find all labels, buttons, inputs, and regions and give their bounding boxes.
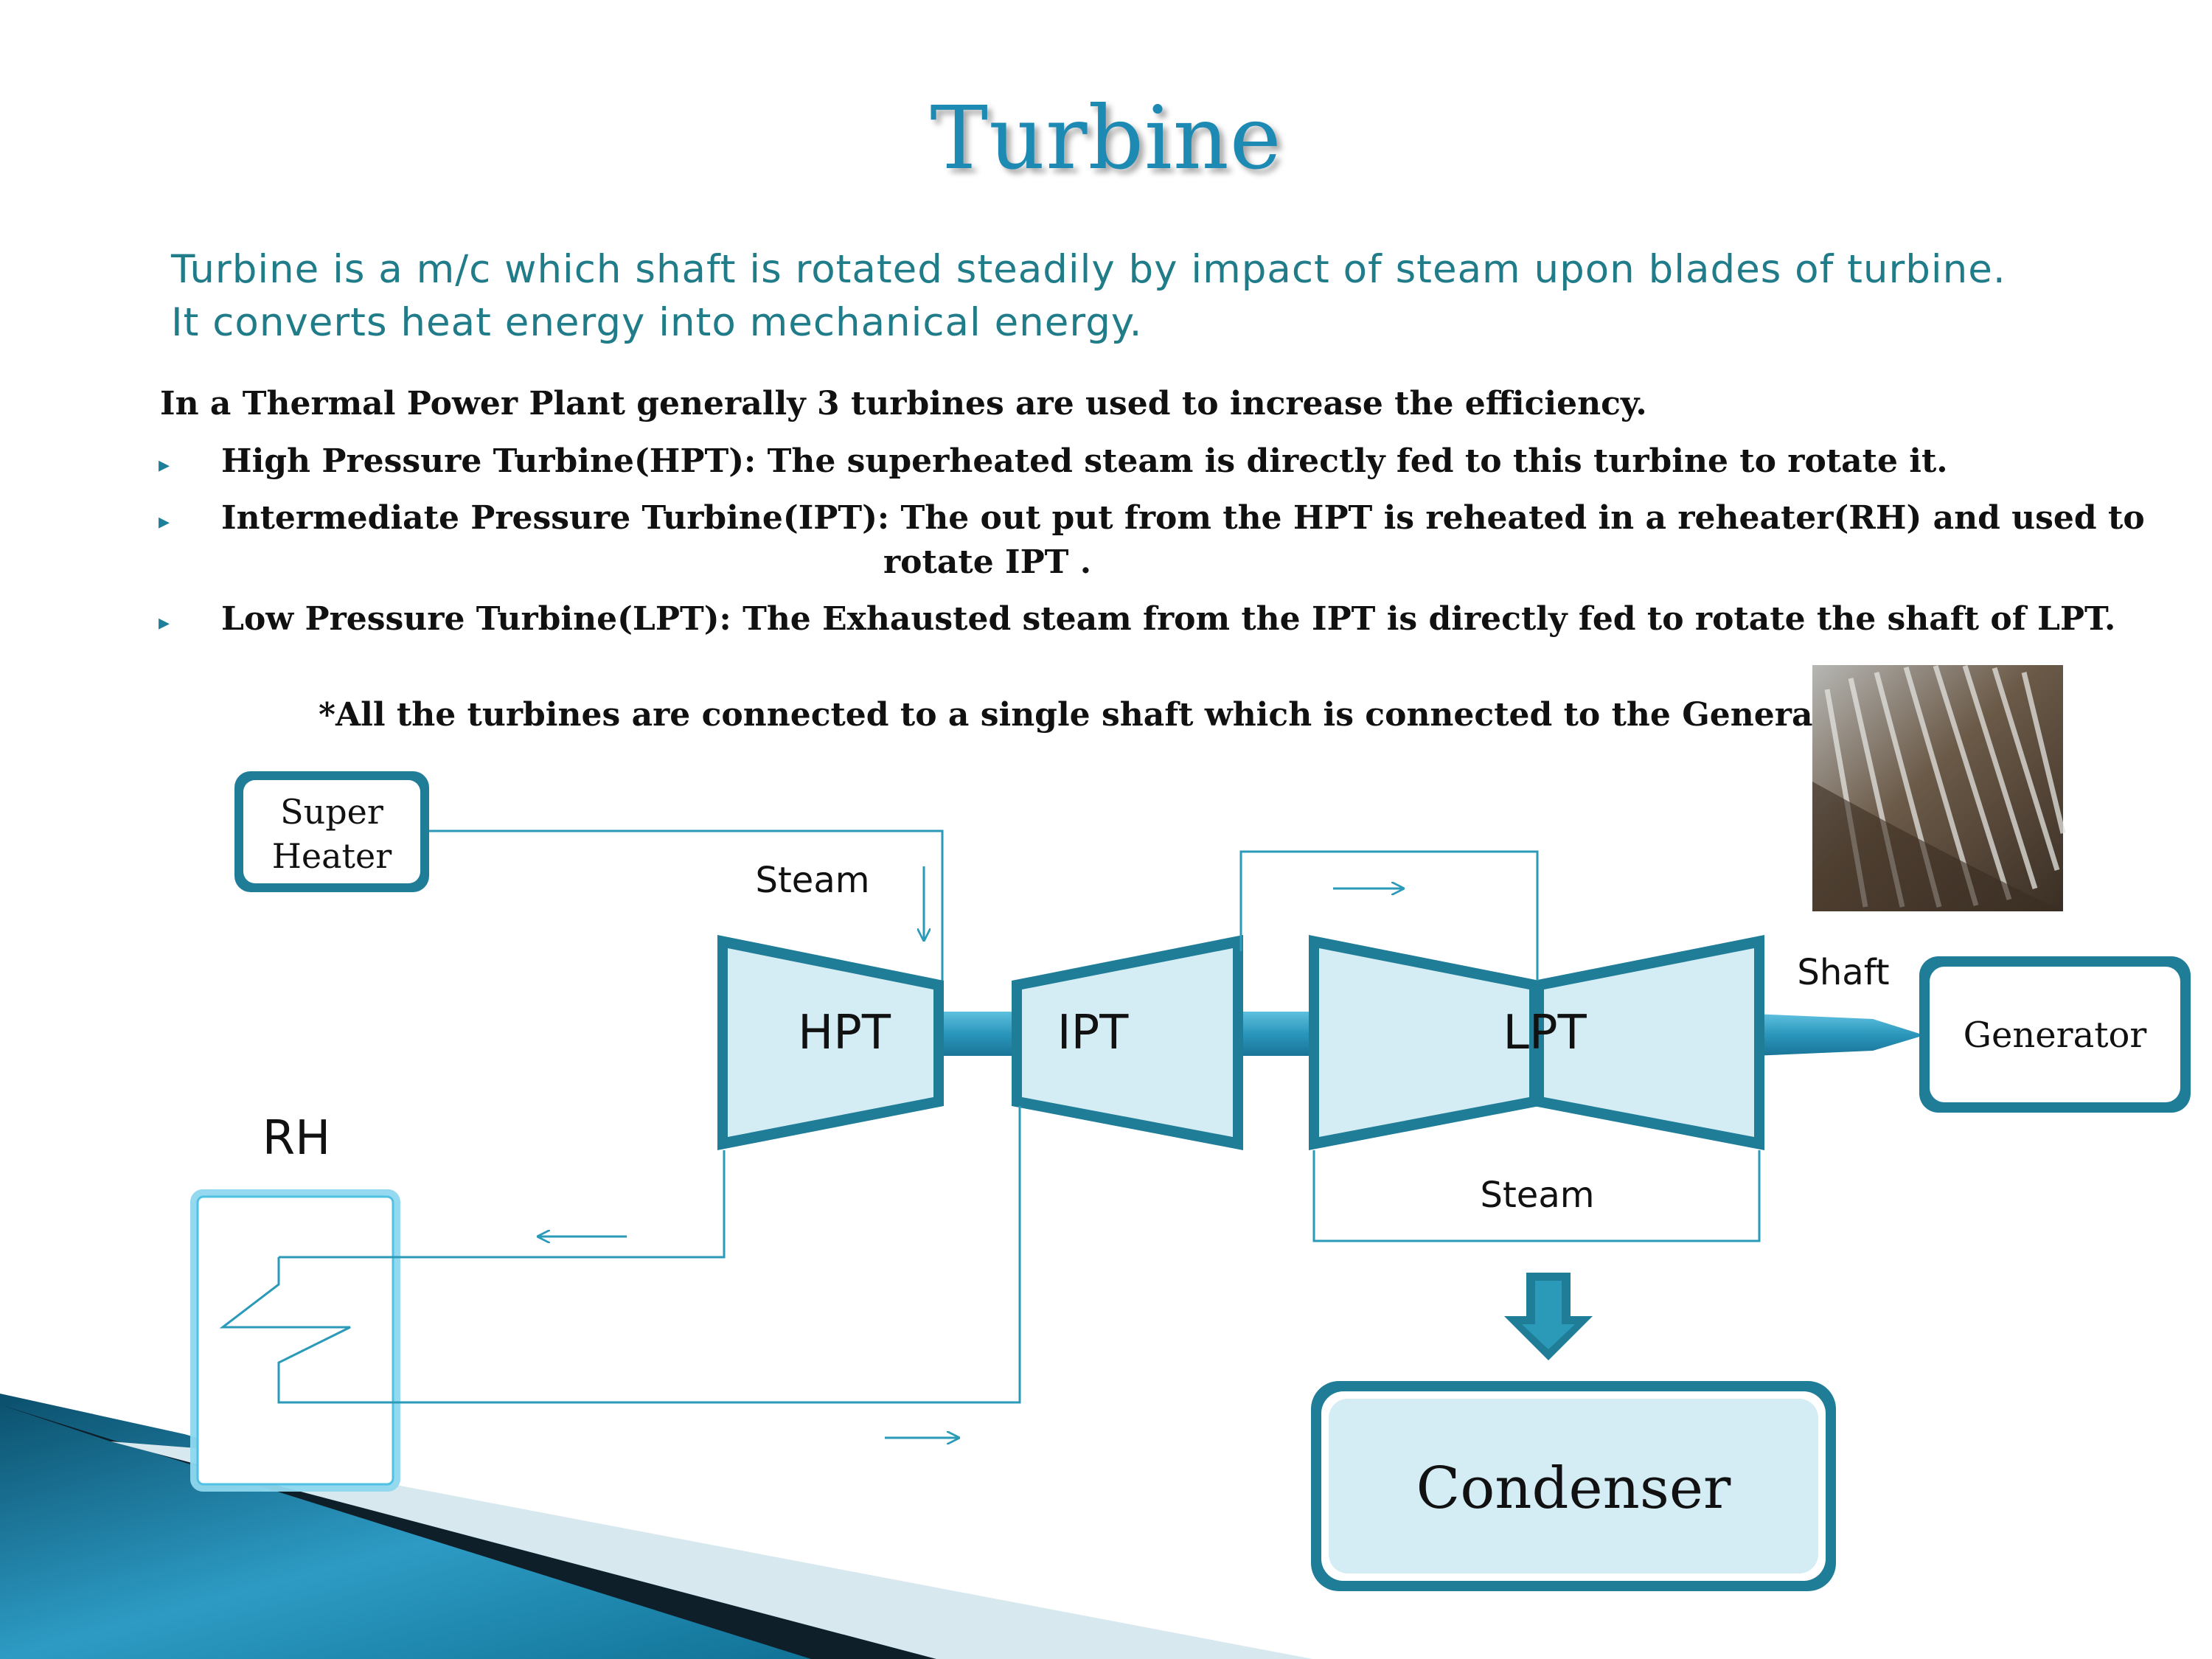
rh-label: RH bbox=[262, 1111, 331, 1166]
steam-label-bottom: Steam bbox=[1481, 1175, 1595, 1216]
exhaust-line bbox=[1312, 1150, 1761, 1242]
super-heater-label-1: Super bbox=[280, 792, 383, 832]
lead-sentence: In a Thermal Power Plant generally 3 tur… bbox=[160, 385, 1647, 422]
condenser-box: Condenser bbox=[1311, 1381, 1836, 1591]
ipt-label: IPT bbox=[1057, 1006, 1129, 1060]
shaft-hpt-ipt bbox=[944, 1012, 1018, 1056]
shaft-label: Shaft bbox=[1797, 952, 1889, 993]
lpt-label: LPT bbox=[1503, 1006, 1587, 1060]
intro-line-1: Turbine is a m/c which shaft is rotated … bbox=[171, 247, 2006, 292]
bullet-ipt-continuation: rotate IPT . bbox=[883, 543, 1092, 581]
ipt-turbine: IPT bbox=[1012, 935, 1243, 1150]
lpt-turbine: LPT bbox=[1309, 935, 1764, 1150]
intro-line-2: It converts heat energy into mechanical … bbox=[171, 300, 1143, 345]
generator-label: Generator bbox=[1964, 1015, 2147, 1056]
bullet-arrow-icon: ▸ bbox=[159, 452, 170, 478]
bullet-arrow-icon: ▸ bbox=[159, 509, 170, 535]
hpt-turbine: HPT bbox=[717, 935, 944, 1150]
condenser-label: Condenser bbox=[1416, 1455, 1731, 1522]
crossover-line bbox=[1239, 850, 1539, 981]
shaft-note: *All the turbines are connected to a sin… bbox=[319, 696, 1875, 734]
generator-box: Generator bbox=[1919, 956, 2191, 1113]
slide-title: Turbine bbox=[930, 87, 1282, 189]
super-heater-box: Super Heater bbox=[234, 771, 429, 892]
intro-paragraph: Turbine is a m/c which shaft is rotated … bbox=[171, 243, 2125, 349]
steam-label-top: Steam bbox=[756, 860, 870, 901]
super-heater-label-2: Heater bbox=[272, 836, 392, 876]
reheater-coil-line bbox=[219, 1106, 1021, 1404]
bullet-ipt: Intermediate Pressure Turbine(IPT): The … bbox=[221, 499, 2145, 537]
shaft-ipt-lpt bbox=[1239, 1012, 1312, 1056]
bullet-arrow-icon: ▸ bbox=[159, 610, 170, 636]
bullet-lpt: Low Pressure Turbine(LPT): The Exhausted… bbox=[221, 600, 2116, 638]
shaft-lpt-generator bbox=[1753, 1014, 1924, 1056]
hpt-label: HPT bbox=[798, 1006, 891, 1060]
reheater-box bbox=[190, 1189, 400, 1492]
bullet-hpt: High Pressure Turbine(HPT): The superhea… bbox=[221, 442, 1948, 480]
hpt-to-rh-line bbox=[279, 1150, 726, 1259]
turbine-blades-photo bbox=[1812, 664, 2066, 911]
steam-line-superheater bbox=[429, 830, 944, 981]
